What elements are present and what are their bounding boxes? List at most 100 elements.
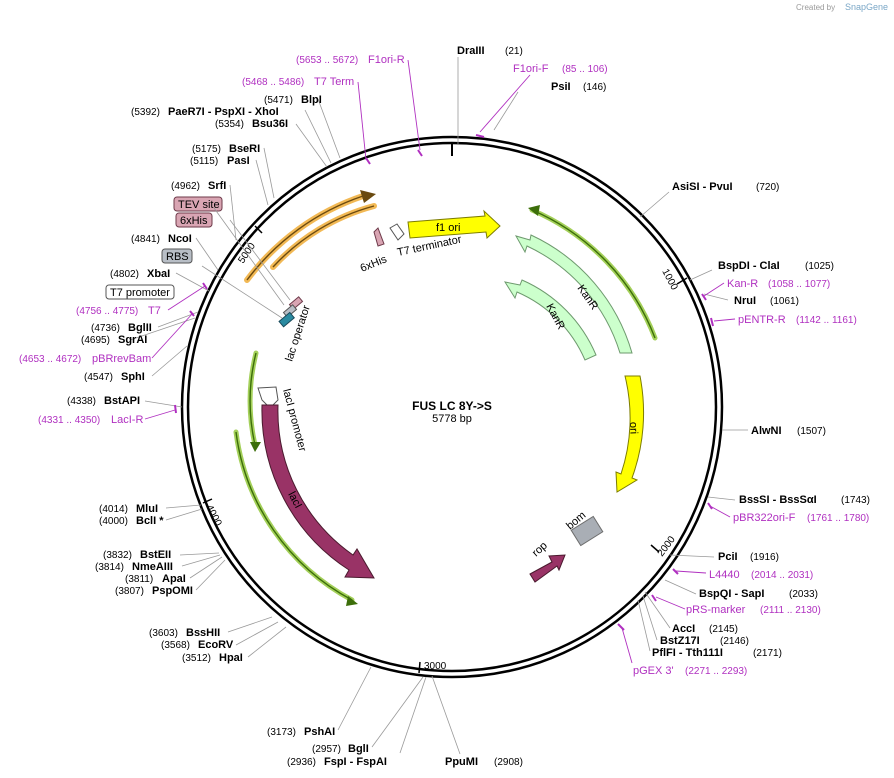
site-bstz17i[interactable]: BstZ17I — [660, 635, 700, 647]
site-bsteii-pos: (3832) — [103, 550, 132, 561]
laci-promoter-arrow[interactable] — [257, 386, 279, 409]
site-apai[interactable]: ApaI — [162, 573, 186, 585]
kanr-inner-arrow[interactable] — [503, 279, 597, 361]
primer-t7-term[interactable]: T7 Term — [314, 76, 354, 88]
site-bstapi[interactable]: BstAPI — [104, 395, 140, 407]
site-fspi-fspai[interactable]: FspI - FspAI — [324, 756, 387, 768]
site-sgrai[interactable]: SgrAI — [118, 334, 147, 346]
backbone-inner — [186, 141, 718, 673]
primer-t7-pos: (4756 .. 4775) — [76, 306, 138, 317]
site-bgli-pos: (2957) — [312, 744, 341, 755]
primer-connectors — [144, 59, 736, 664]
site-sphi-pos: (4547) — [84, 372, 113, 383]
primer-laci-r-pos: (4331 .. 4350) — [38, 415, 100, 426]
site-bspqi-sapi-pos: (2033) — [789, 589, 818, 600]
primer-f1ori-r-pos: (5653 .. 5672) — [296, 55, 358, 66]
site-bseri[interactable]: BseRI — [229, 143, 260, 155]
site-bsssi-bsssai-pos: (1743) — [841, 495, 870, 506]
t7-terminator-feature[interactable] — [389, 223, 405, 241]
site-srfi[interactable]: SrfI — [208, 180, 226, 192]
his6-box-label: 6xHis — [180, 215, 208, 227]
site-xbai[interactable]: XbaI — [147, 268, 170, 280]
primer-prs-marker[interactable]: pRS-marker — [686, 604, 746, 616]
site-bspdi-clai-pos: (1025) — [805, 261, 834, 272]
site-nrui[interactable]: NruI — [734, 295, 756, 307]
site-bsshii[interactable]: BssHII — [186, 627, 220, 639]
kanr-outer-arrow[interactable] — [514, 234, 633, 354]
primer-prs-marker-pos: (2111 .. 2130) — [760, 605, 821, 616]
site-sphi[interactable]: SphI — [121, 371, 145, 383]
site-pasi[interactable]: PasI — [227, 155, 250, 167]
primer-l4440[interactable]: L4440 — [709, 569, 740, 581]
laci-promoter-label: lacI promoter — [280, 388, 308, 453]
ori-label: ori — [627, 422, 639, 435]
site-bcli[interactable]: BclI * — [136, 515, 164, 527]
site-alwni-pos: (1507) — [797, 426, 826, 437]
t7-promoter-box[interactable] — [105, 284, 175, 300]
rbs-box[interactable] — [161, 248, 193, 264]
t7-promoter-label: T7 promoter — [110, 287, 170, 299]
his6-box[interactable] — [175, 212, 213, 228]
bom-box[interactable] — [570, 515, 604, 547]
site-pspomi[interactable]: PspOMI — [152, 585, 193, 597]
site-psii-pos: (146) — [583, 82, 606, 93]
lac-operator-cluster[interactable] — [278, 296, 304, 328]
site-pflfi-tth111i[interactable]: PflFI - Tth111I — [652, 647, 723, 659]
primer-laci-r[interactable]: LacI-R — [111, 414, 143, 426]
site-alwni[interactable]: AlwNI — [751, 425, 782, 437]
site-bspqi-sapi[interactable]: BspQI - SapI — [699, 588, 764, 600]
primer-pgex3-pos: (2271 .. 2293) — [685, 666, 747, 677]
his6-feature[interactable] — [373, 227, 385, 247]
site-apai-pos: (3811) — [125, 574, 153, 585]
tick-3000: 3000 — [424, 661, 447, 672]
primer-kan-r[interactable]: Kan-R — [727, 278, 758, 290]
site-pshai-pos: (3173) — [267, 727, 296, 738]
site-paer7i-pspxi-xhoi[interactable]: PaeR7I - PspXI - XhoI — [168, 106, 279, 118]
t7-terminator-label: T7 terminator — [396, 234, 463, 259]
site-nmeaiii[interactable]: NmeAIII — [132, 561, 173, 573]
tev-site-box[interactable] — [173, 196, 223, 212]
site-pcii[interactable]: PciI — [718, 551, 738, 563]
site-ncoi-pos: (4841) — [131, 234, 160, 245]
his6-feature-label: 6xHis — [359, 253, 389, 275]
primer-pbr322ori-f[interactable]: pBR322ori-F — [733, 512, 796, 524]
tev-site-label: TEV site — [178, 199, 220, 211]
site-ecorv[interactable]: EcoRV — [198, 639, 234, 651]
site-sgrai-pos: (4695) — [81, 335, 110, 346]
site-bsssi-bsssai[interactable]: BssSI - BssSαI — [739, 494, 817, 506]
site-bgli[interactable]: BglI — [348, 743, 369, 755]
rop-arrow[interactable] — [529, 554, 566, 583]
ori-arrow[interactable] — [615, 375, 645, 493]
primer-pgex3[interactable]: pGEX 3' — [633, 665, 674, 677]
primer-f1ori-f[interactable]: F1ori-F — [513, 63, 549, 75]
site-xbai-pos: (4802) — [110, 269, 139, 280]
f1-ori-arrow[interactable] — [407, 209, 501, 239]
plasmid-size: 5778 bp — [432, 413, 472, 425]
primer-t7[interactable]: T7 — [148, 305, 161, 317]
snapgene-brand: SnapGene — [845, 2, 888, 12]
site-pcii-pos: (1916) — [750, 552, 779, 563]
site-bsteii[interactable]: BstEII — [140, 549, 171, 561]
primer-pentr-r[interactable]: pENTR-R — [738, 314, 786, 326]
site-blpi[interactable]: BlpI — [301, 94, 322, 106]
primer-pbrrevbam[interactable]: pBRrevBam — [92, 353, 151, 365]
site-asisi-pvui-pos: (720) — [756, 182, 779, 193]
site-hpai[interactable]: HpaI — [219, 652, 243, 664]
site-bsu36i[interactable]: Bsu36I — [252, 118, 288, 130]
site-bglii[interactable]: BglII — [128, 322, 152, 334]
rop-label: rop — [530, 540, 550, 560]
site-pshai[interactable]: PshAI — [304, 726, 335, 738]
site-mlui[interactable]: MluI — [136, 503, 158, 515]
site-psii[interactable]: PsiI — [551, 81, 571, 93]
site-draiii[interactable]: DraIII — [457, 45, 485, 57]
site-nmeaiii-pos: (3814) — [95, 562, 124, 573]
site-acci[interactable]: AccI — [672, 623, 695, 635]
primer-pentr-r-pos: (1142 .. 1161) — [796, 315, 857, 326]
laci-arrow[interactable] — [261, 404, 375, 579]
primer-f1ori-r[interactable]: F1ori-R — [368, 54, 405, 66]
site-asisi-pvui[interactable]: AsiSI - PvuI — [672, 181, 733, 193]
site-ppumi[interactable]: PpuMI — [445, 756, 478, 768]
site-bspdi-clai[interactable]: BspDI - ClaI — [718, 260, 780, 272]
site-ncoi[interactable]: NcoI — [168, 233, 192, 245]
